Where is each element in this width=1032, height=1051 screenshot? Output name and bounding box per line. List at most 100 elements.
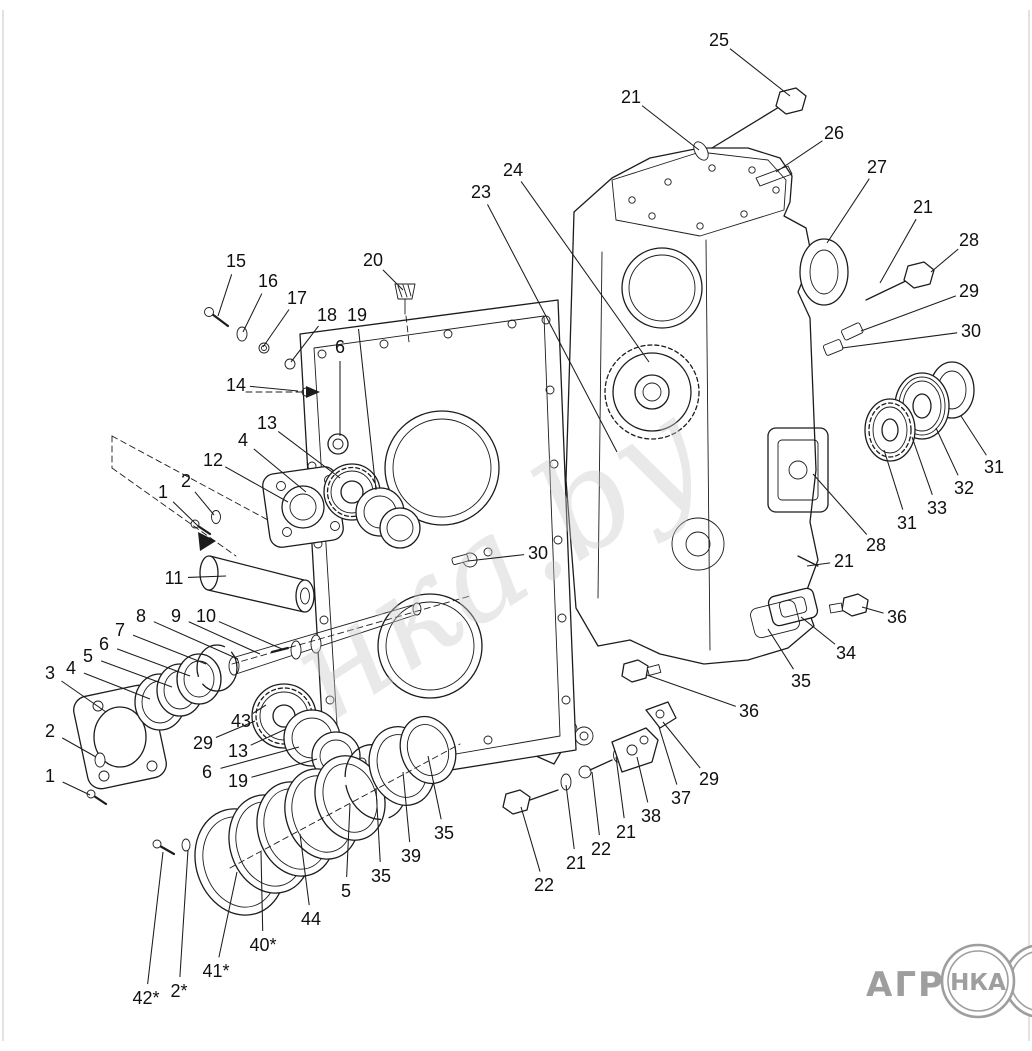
washer-17: [258, 342, 270, 354]
leader-line-44: [299, 833, 310, 906]
leader-line-7: [132, 634, 207, 665]
callout-31: 31: [984, 457, 1004, 477]
callout-28: 28: [959, 230, 979, 250]
side-round-cover: [799, 238, 849, 306]
pulley-stack: [864, 361, 975, 462]
callout-28: 28: [866, 535, 886, 555]
callout-2: 2: [45, 721, 55, 741]
callout-6: 6: [99, 634, 109, 654]
leader-line-38: [636, 756, 649, 803]
leader-line-2: [194, 491, 215, 516]
callout-10: 10: [196, 606, 216, 626]
leader-line-8: [153, 621, 239, 660]
side-bolt-shaft: [865, 277, 913, 301]
callout-17: 17: [287, 288, 307, 308]
bolt-22-head: [502, 789, 531, 815]
callout-36: 36: [887, 607, 907, 627]
bolt-1-upper: [196, 524, 212, 536]
leader-line-22: [520, 806, 541, 872]
small-washer: [181, 838, 191, 852]
leader-line-14: [249, 385, 299, 392]
callout-30: 30: [961, 321, 981, 341]
leader-line-13: [250, 728, 287, 746]
leader-line-22: [591, 771, 600, 836]
callout-9: 9: [171, 606, 181, 626]
leader-line-9: [188, 621, 261, 655]
leader-line-17: [262, 309, 290, 348]
construction-lines: [111, 386, 471, 869]
bracket-38: [611, 727, 659, 773]
callout-8: 8: [136, 606, 146, 626]
cover-disc-stack: [152, 715, 457, 916]
callout-6: 6: [202, 762, 212, 782]
leader-line-31: [883, 449, 904, 510]
leader-line-10: [218, 621, 283, 650]
small-cap: [327, 433, 349, 455]
washer-2-lower: [94, 752, 106, 768]
leader-line-28: [930, 248, 959, 273]
agronka-logo: АГРО НКА: [866, 943, 1032, 1019]
callout-25: 25: [709, 30, 729, 50]
long-bolt-shaft: [711, 103, 785, 149]
callout-3: 3: [45, 663, 55, 683]
callout-7: 7: [115, 620, 125, 640]
callout-22: 22: [591, 839, 611, 859]
callout-12: 12: [203, 450, 223, 470]
callout-24: 24: [503, 160, 523, 180]
gasket-35: [750, 599, 800, 639]
top-gasket: [755, 165, 793, 187]
leader-line-2: [179, 849, 189, 978]
lower-flange-group: [73, 644, 238, 790]
dowel-pin: [451, 554, 469, 565]
leader-line-29: [662, 721, 701, 769]
callout-38: 38: [641, 806, 661, 826]
callout-21: 21: [834, 551, 854, 571]
leader-line-35: [375, 787, 381, 863]
housing-window-frame: [767, 427, 829, 513]
callout-23: 23: [471, 182, 491, 202]
leader-line-30: [467, 554, 525, 562]
callout-35: 35: [791, 671, 811, 691]
callout-14: 14: [226, 375, 246, 395]
leader-line-6: [116, 648, 191, 677]
callout-34: 34: [836, 643, 856, 663]
leader-line-37: [658, 726, 678, 785]
leader-line-2: [61, 737, 97, 758]
assembly-arrow: [198, 532, 216, 551]
callout-33: 33: [927, 498, 947, 518]
side-bolt-head: [903, 261, 935, 289]
callout-4: 4: [238, 430, 248, 450]
callout-19: 19: [228, 771, 248, 791]
fasteners: [86, 87, 935, 815]
washer-2-upper: [211, 510, 221, 524]
callout-35: 35: [371, 866, 391, 886]
small-cover-34: [767, 587, 819, 627]
leader-line-11: [187, 575, 227, 578]
washer-top: [693, 141, 709, 161]
leader-line-21: [806, 562, 831, 567]
washer-16: [236, 326, 248, 342]
hex-plug-36-lower: [621, 659, 649, 683]
upper-bearing-group: [262, 358, 421, 549]
leader-line-43: [252, 704, 267, 714]
gear-teeth: [604, 344, 700, 440]
callout-31: 31: [897, 513, 917, 533]
plate-lower-opening: [377, 593, 483, 699]
bolt-15: [210, 312, 230, 328]
callout-13: 13: [257, 413, 277, 433]
callout-32: 32: [954, 478, 974, 498]
leader-line-23: [487, 204, 618, 453]
leader-line-36: [646, 674, 736, 707]
leader-line-19: [357, 328, 377, 491]
housing-top-opening: [621, 247, 703, 329]
leader-line-1: [172, 501, 199, 527]
callout-18: 18: [317, 305, 337, 325]
callout-21: 21: [566, 853, 586, 873]
leader-line-21: [879, 218, 917, 284]
leader-line-42: [147, 851, 164, 985]
callout-42: 42*: [132, 988, 159, 1008]
leader-line-21: [565, 784, 575, 850]
callout-1: 1: [158, 482, 168, 502]
leader-line-29: [860, 295, 957, 332]
snap-ring: [196, 644, 238, 692]
